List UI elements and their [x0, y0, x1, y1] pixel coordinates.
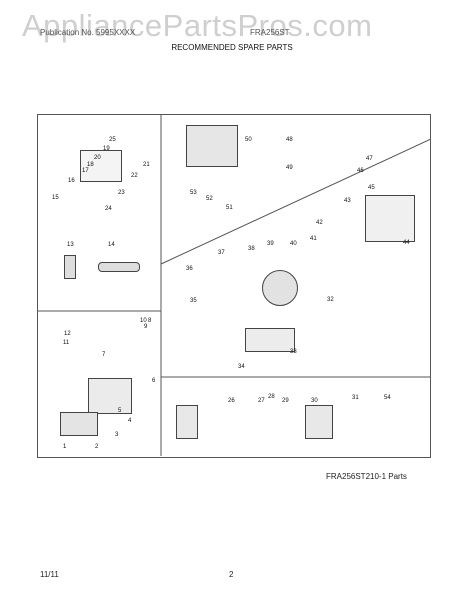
power-cord: [98, 262, 140, 272]
part-label: 3: [115, 432, 119, 438]
watermark: AppliancePartsPros.com: [22, 8, 373, 43]
part-label: 25: [109, 137, 116, 143]
part-label: 32: [327, 297, 334, 303]
part-label: 1: [63, 444, 67, 450]
part-label: 22: [131, 173, 138, 179]
control-knob-group: [80, 150, 122, 182]
cabinet: [365, 195, 415, 242]
page-subtitle: RECOMMENDED SPARE PARTS: [171, 43, 293, 52]
part-label: 29: [282, 398, 289, 404]
part-label: 50: [245, 137, 252, 143]
part-label: 5: [118, 408, 122, 414]
part-label: 23: [118, 190, 125, 196]
diagram-caption: FRA256ST210-1 Parts: [326, 472, 407, 481]
part-label: 42: [316, 220, 323, 226]
part-label: 51: [226, 205, 233, 211]
page-number: 2: [229, 570, 234, 579]
part-label: 11: [63, 340, 70, 346]
part-label: 24: [105, 206, 112, 212]
diagram-dividers: [37, 114, 431, 456]
part-label: 36: [186, 266, 193, 272]
part-label: 37: [218, 250, 225, 256]
part-label: 21: [143, 162, 150, 168]
part-label: 8: [148, 318, 152, 324]
part-label: 7: [102, 352, 106, 358]
publication-number: Publication No. 5995XXXX: [40, 28, 136, 37]
part-label: 10: [140, 318, 147, 324]
part-label: 14: [108, 242, 115, 248]
part-label: 46: [357, 168, 364, 174]
part-label: 45: [368, 185, 375, 191]
model-number: FRA256ST: [250, 28, 290, 37]
part-label: 9: [144, 324, 148, 330]
front-grille: [186, 125, 238, 167]
footer-date: 11/11: [40, 570, 59, 579]
part-label: 33: [290, 349, 297, 355]
part-label: 2: [95, 444, 99, 450]
part-label: 43: [344, 198, 351, 204]
part-label: 20: [94, 155, 101, 161]
part-label: 41: [310, 236, 317, 242]
condenser-coil: [305, 405, 333, 439]
part-label: 39: [267, 241, 274, 247]
part-label: 49: [286, 165, 293, 171]
part-label: 27: [258, 398, 265, 404]
part-label: 13: [67, 242, 74, 248]
part-label: 31: [352, 395, 359, 401]
part-label: 38: [248, 246, 255, 252]
part-label: 48: [286, 137, 293, 143]
part-label: 35: [190, 298, 197, 304]
part-label: 47: [366, 156, 373, 162]
base-pan: [245, 328, 295, 352]
front-panel: [88, 378, 132, 414]
part-label: 18: [87, 162, 94, 168]
part-label: 52: [206, 196, 213, 202]
part-label: 30: [311, 398, 318, 404]
part-label: 12: [64, 331, 71, 337]
part-label: 4: [128, 418, 132, 424]
part-label: 17: [82, 168, 89, 174]
part-label: 16: [68, 178, 75, 184]
part-label: 15: [52, 195, 59, 201]
evaporator-coil: [176, 405, 198, 439]
part-label: 53: [190, 190, 197, 196]
parts-diagram-frame: [37, 114, 431, 458]
part-label: 40: [290, 241, 297, 247]
part-label: 34: [238, 364, 245, 370]
remote-control: [64, 255, 76, 279]
part-label: 19: [103, 146, 110, 152]
part-label: 44: [403, 240, 410, 246]
fan-housing: [262, 270, 298, 306]
part-label: 28: [268, 394, 275, 400]
part-label: 54: [384, 395, 391, 401]
part-label: 26: [228, 398, 235, 404]
filter: [60, 412, 98, 436]
part-label: 6: [152, 378, 156, 384]
